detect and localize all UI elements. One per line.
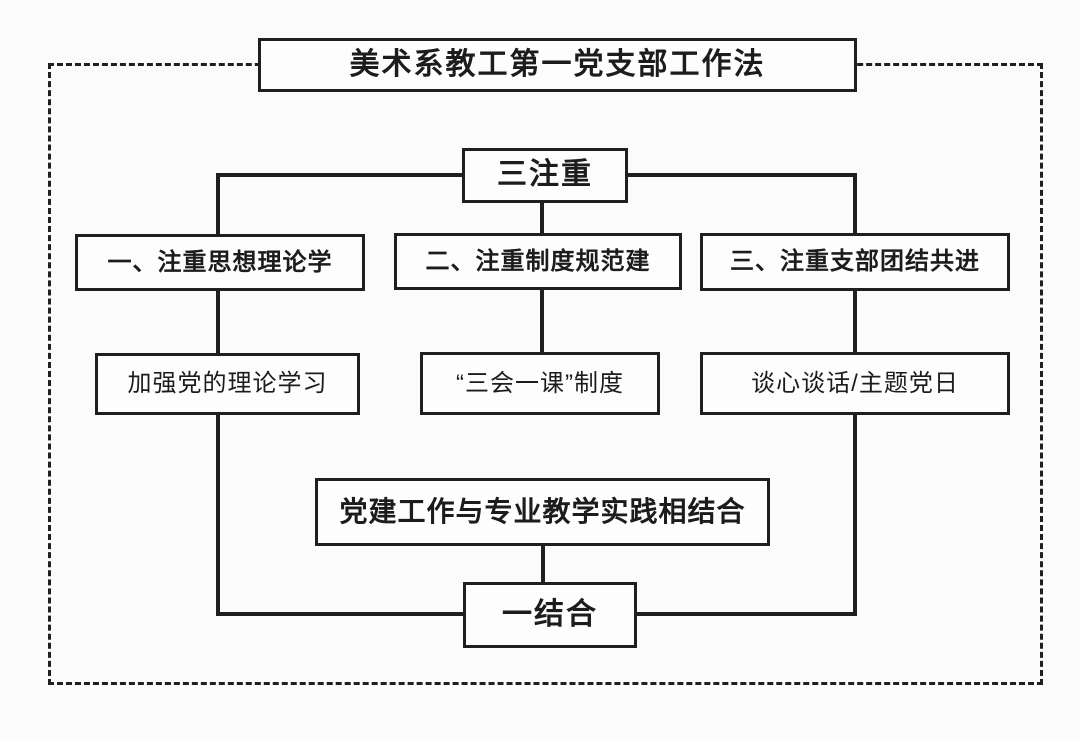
node-combine: 党建工作与专业教学实践相结合 <box>315 478 770 546</box>
connector-bottom-right-horizontal <box>637 612 857 616</box>
connector-right-rail-lower <box>853 415 857 616</box>
diagram-title: 美术系教工第一党支部工作法 <box>258 38 857 92</box>
node-column2-detail: “三会一课”制度 <box>420 352 660 415</box>
connector-middle-upper <box>540 203 544 233</box>
connector-middle-mid <box>540 290 544 352</box>
node-column3-heading: 三、注重支部团结共进 <box>700 233 1010 291</box>
connector-right-rail-upper <box>853 173 857 233</box>
node-column2-heading: 二、注重制度规范建 <box>394 233 682 290</box>
connector-combine-to-bottom <box>541 546 545 582</box>
node-one-combination: 一结合 <box>463 582 637 648</box>
node-column1-detail: 加强党的理论学习 <box>95 353 360 415</box>
connector-bottom-left-horizontal <box>216 612 463 616</box>
connector-left-rail-lower <box>216 415 220 616</box>
node-three-emphases: 三注重 <box>462 148 628 203</box>
connector-top-right-horizontal <box>628 173 857 177</box>
connector-left-rail-mid <box>216 291 220 353</box>
connector-left-rail-upper <box>216 173 220 234</box>
connector-top-left-horizontal <box>216 173 464 177</box>
node-column3-detail: 谈心谈话/主题党日 <box>700 352 1010 415</box>
node-column1-heading: 一、注重思想理论学 <box>75 234 365 291</box>
connector-right-rail-mid <box>853 291 857 352</box>
